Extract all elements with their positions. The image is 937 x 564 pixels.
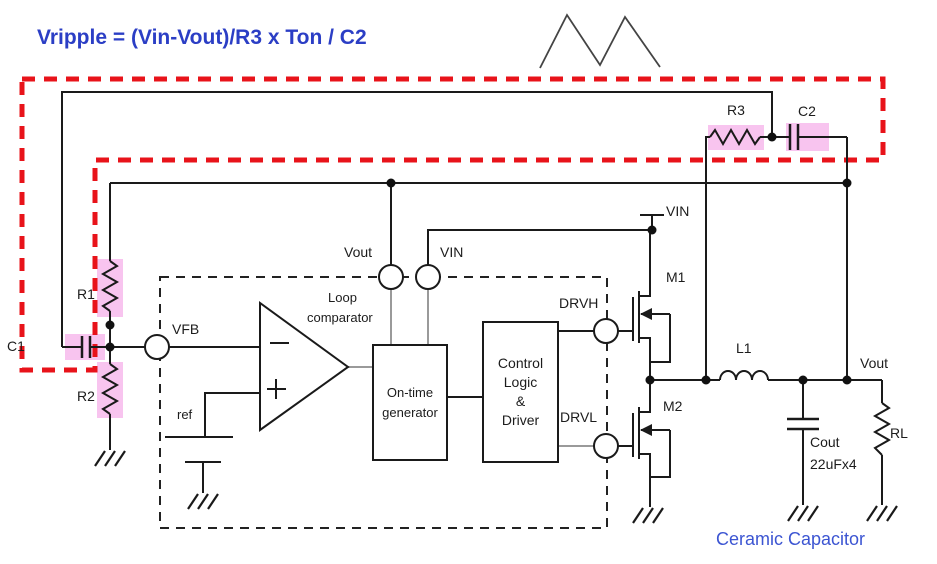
- inductor-l1: [719, 370, 769, 381]
- ripple-waveform-icon: [539, 13, 661, 69]
- pin-circle-vin: [415, 264, 441, 290]
- label-c2: C2: [798, 103, 816, 119]
- label-loop-comparator-2: comparator: [307, 310, 373, 325]
- pin-circle-vout: [378, 264, 404, 290]
- resistor-rl: [872, 402, 892, 456]
- red-dashed-outline: [19, 76, 886, 373]
- ontime-line2: generator: [382, 404, 438, 420]
- mosfet-m1: [632, 230, 671, 380]
- label-pin-vin: VIN: [440, 244, 464, 260]
- label-r1: R1: [77, 286, 95, 302]
- m2-drain-lead: [639, 380, 651, 413]
- pin-circle-vfb: [144, 334, 170, 360]
- wire-vin-pin-riser: [427, 229, 652, 265]
- capacitors: [80, 124, 819, 431]
- label-pin-drvh: DRVH: [559, 295, 599, 311]
- comparator-triangle: [259, 301, 350, 432]
- wire-ripple-feedback: [61, 91, 773, 347]
- wire-plus-input: [204, 392, 260, 437]
- m1-body-arrow: [640, 308, 652, 320]
- junction-dots: [105, 132, 852, 385]
- resistor-r2: [100, 363, 120, 415]
- m2-body-link: [650, 430, 671, 478]
- m1-source-lead: [639, 337, 651, 380]
- ground-m2: [632, 507, 664, 524]
- control-line1: Control: [497, 355, 544, 371]
- label-l1: L1: [736, 340, 752, 356]
- ic-pin-circles: [144, 264, 619, 459]
- ripple-formula-text: Vripple = (Vin-Vout)/R3 x Ton / C2: [37, 26, 367, 49]
- label-m2: M2: [663, 398, 683, 414]
- label-cout-value: 22uFx4: [810, 456, 857, 472]
- control-logic-text: Control Logic & Driver: [483, 322, 558, 462]
- m2-source-lead: [639, 453, 651, 507]
- ground-ref: [187, 493, 219, 510]
- label-cout: Cout: [810, 434, 840, 450]
- triangle-wave: [539, 13, 661, 69]
- resistor-r1: [100, 260, 120, 312]
- internal-gray-wires: [348, 289, 594, 447]
- mosfet-m2: [632, 380, 671, 507]
- ground-cout: [787, 505, 819, 522]
- pin-circle-drvh: [593, 318, 619, 344]
- ripple-loop-highlight: [19, 76, 886, 373]
- ontime-generator-box: [372, 344, 448, 461]
- label-c1: C1: [7, 338, 25, 354]
- m1-drain-lead: [639, 230, 651, 297]
- ontime-line1: On-time: [386, 384, 434, 400]
- highlight-r1: [97, 259, 123, 317]
- label-pin-vfb: VFB: [172, 321, 200, 337]
- label-m1: M1: [666, 269, 686, 285]
- label-pin-vout: Vout: [344, 244, 373, 260]
- ontime-generator-text: On-time generator: [373, 345, 447, 460]
- label-ref: ref: [177, 407, 193, 422]
- ground-symbols: [94, 450, 898, 524]
- label-r3: R3: [727, 102, 745, 118]
- control-line3: &: [515, 393, 526, 409]
- label-vout-net: Vout: [860, 355, 889, 371]
- wire-r3-riser: [705, 136, 710, 380]
- label-pin-drvl: DRVL: [560, 409, 598, 425]
- wires: [61, 91, 883, 505]
- m1-body-link: [650, 314, 671, 363]
- ground-rl: [866, 505, 898, 522]
- ground-r2: [94, 450, 126, 467]
- label-loop-comparator-1: Loop: [328, 290, 357, 305]
- resistors: [100, 127, 892, 456]
- label-r2: R2: [77, 388, 95, 404]
- pin-circle-drvl: [593, 433, 619, 459]
- resistor-r3: [709, 127, 761, 147]
- loop-comparator-symbol: [259, 301, 350, 432]
- m2-body-arrow: [640, 424, 652, 436]
- control-line4: Driver: [501, 412, 540, 428]
- label-rl: RL: [890, 425, 908, 441]
- label-vin-supply: VIN: [666, 203, 690, 219]
- control-logic-box: [482, 321, 559, 463]
- ic-boundary-box: [159, 276, 608, 529]
- ceramic-capacitor-note: Ceramic Capacitor: [716, 529, 866, 549]
- control-line2: Logic: [503, 374, 538, 390]
